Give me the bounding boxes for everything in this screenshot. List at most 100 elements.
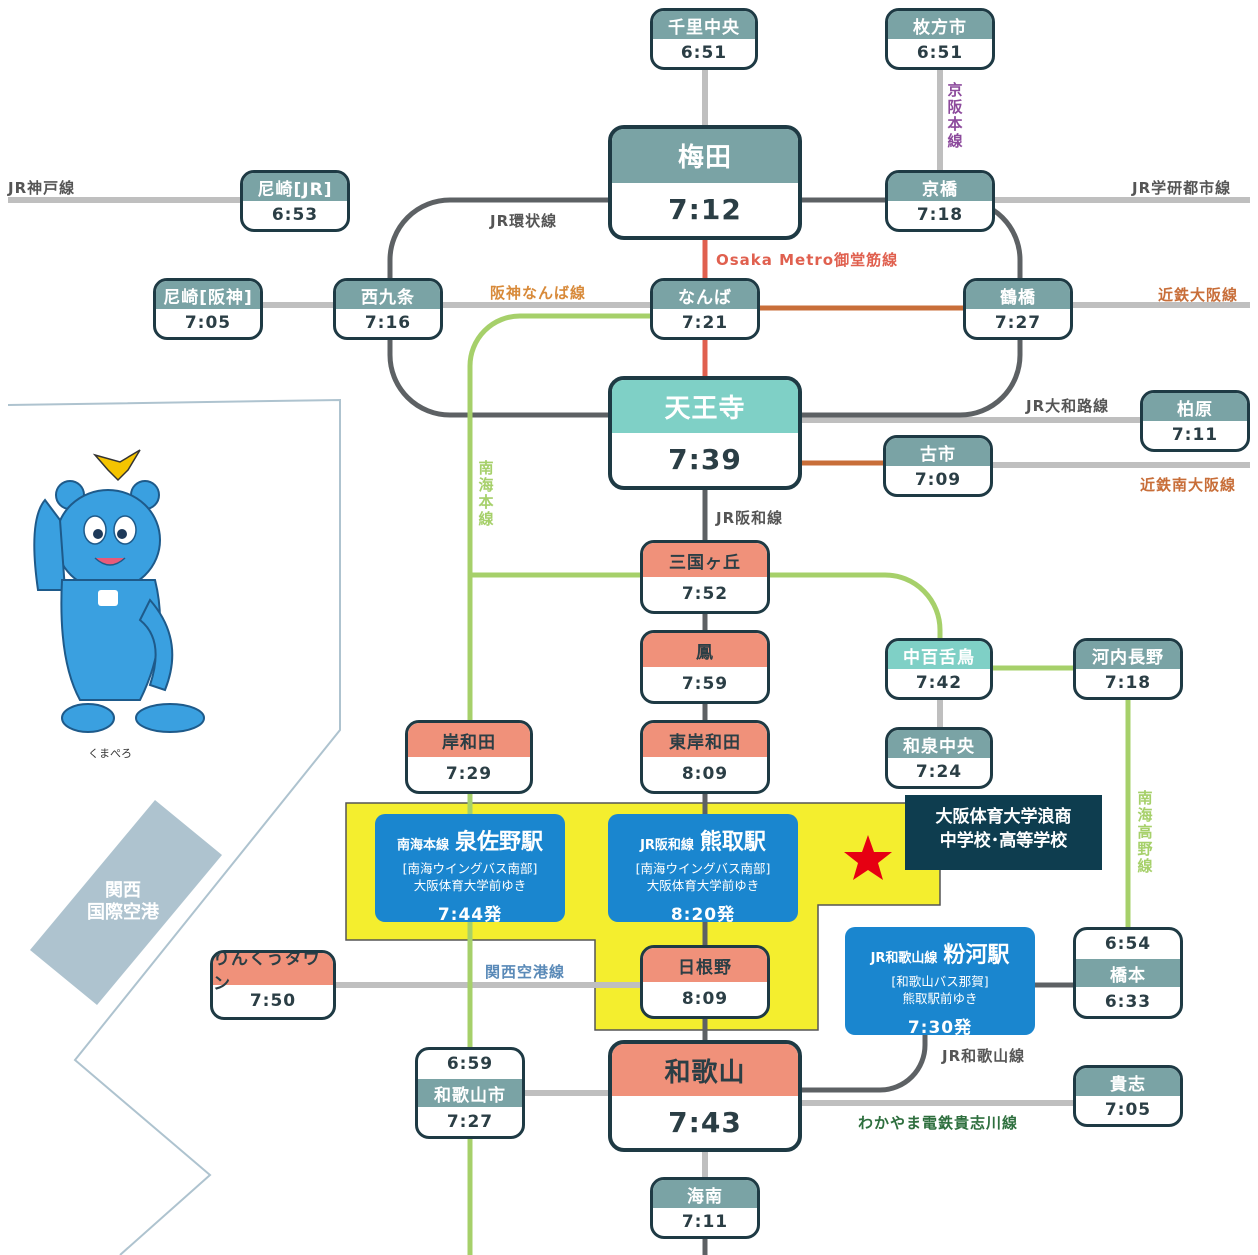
- station-time: 7:27: [994, 313, 1042, 333]
- station-senri-chuo[interactable]: 千里中央 6:51: [650, 8, 758, 70]
- station-name: 和歌山: [612, 1044, 798, 1096]
- station-name: 三国ヶ丘: [643, 543, 767, 577]
- bus-route: [和歌山バス那賀]: [891, 974, 989, 989]
- station-izumichuo[interactable]: 和泉中央 7:24: [885, 727, 993, 789]
- station-time: 7:39: [668, 443, 742, 476]
- station-time-arrive: 6:59: [446, 1054, 494, 1075]
- station-name: 梅田: [612, 129, 798, 183]
- station-umeda[interactable]: 梅田 7:12: [608, 125, 802, 240]
- station-kawachinagano[interactable]: 河内長野 7:18: [1073, 638, 1183, 700]
- station-tennoji[interactable]: 天王寺 7:39: [608, 376, 802, 490]
- line-label-nankai-koya-char: 海: [1137, 806, 1153, 824]
- line-label-jr-gakkentoshi: JR学研都市線: [1132, 179, 1232, 197]
- line-label-jr-hanwa: JR阪和線: [716, 509, 784, 527]
- station-kainan[interactable]: 海南 7:11: [650, 1177, 760, 1239]
- station-nishikujo[interactable]: 西九条 7:16: [333, 278, 443, 340]
- station-wakayama[interactable]: 和歌山 7:43: [608, 1040, 802, 1152]
- station-time: 7:12: [668, 192, 742, 226]
- station-name: 尼崎[阪神]: [156, 281, 260, 309]
- station-time: 6:51: [916, 43, 964, 63]
- station-name: 枚方市: [888, 11, 992, 39]
- station-nakamozu[interactable]: 中百舌鳥 7:42: [885, 638, 993, 700]
- station-time: 7:29: [445, 764, 493, 784]
- bus-route: [南海ウイングバス南部]: [402, 861, 538, 876]
- bus-kokawa[interactable]: JR和歌山線粉河駅 [和歌山バス那賀] 熊取駅前ゆき 7:30発: [845, 927, 1035, 1038]
- nankai-koya-branch: [470, 572, 943, 640]
- station-kishiwada[interactable]: 岸和田 7:29: [405, 720, 533, 794]
- station-name: 和泉中央: [888, 730, 990, 758]
- line-label-nankai-koya-char: 南: [1137, 789, 1153, 807]
- station-kyobashi[interactable]: 京橋 7:18: [885, 170, 995, 232]
- station-name: 天王寺: [612, 380, 798, 433]
- line-label-nankai-koya: 南 海 高 野 線: [1136, 790, 1154, 875]
- station-hashimoto[interactable]: 6:54 橋本 6:33: [1073, 927, 1183, 1019]
- line-label-hanshin-namba: 阪神なんば線: [490, 284, 587, 302]
- bus-departure: 7:30発: [907, 1018, 973, 1038]
- line-label-keihan-char: 阪: [947, 98, 963, 116]
- line-label-nankai-char: 南: [478, 459, 494, 477]
- station-name: 日根野: [643, 948, 767, 982]
- station-name: 鳳: [643, 633, 767, 667]
- school-name-line1: 大阪体育大学浪商: [935, 807, 1072, 827]
- bus-station-header: JR阪和線熊取駅: [608, 824, 798, 856]
- station-mikunigaoka[interactable]: 三国ヶ丘 7:52: [640, 540, 770, 614]
- school-label[interactable]: 大阪体育大学浪商 中学校･高等学校: [905, 795, 1102, 870]
- line-label-jr-yamatoji: JR大和路線: [1026, 397, 1110, 415]
- station-name: 西九条: [336, 281, 440, 309]
- kumapero-mascot-icon: [33, 449, 205, 733]
- station-hineno[interactable]: 日根野 8:09: [640, 945, 770, 1019]
- station-time: 7:11: [1171, 425, 1219, 445]
- bus-line-name: 南海本線: [396, 838, 449, 853]
- airport-label: 関西 国際空港: [78, 880, 168, 924]
- line-label-jr-kansai-ring: JR環状線: [490, 212, 558, 230]
- station-time: 7:11: [681, 1212, 729, 1232]
- station-name: 貴志: [1076, 1068, 1180, 1096]
- line-label-kintetsu-minami-osaka: 近鉄南大阪線: [1140, 476, 1237, 494]
- bus-destination: 熊取駅前ゆき: [902, 991, 978, 1006]
- line-label-keihan-char: 京: [947, 81, 963, 99]
- station-namba[interactable]: なんば 7:21: [650, 278, 760, 340]
- station-wakayamashi[interactable]: 6:59 和歌山市 7:27: [415, 1047, 525, 1139]
- station-hirakata[interactable]: 枚方市 6:51: [885, 8, 995, 70]
- bus-station-header: 南海本線泉佐野駅: [375, 824, 565, 856]
- bus-kumatori[interactable]: JR阪和線熊取駅 [南海ウイングバス南部] 大阪体育大学前ゆき 8:20発: [608, 814, 798, 925]
- station-name: 古市: [886, 438, 990, 466]
- station-kishi[interactable]: 貴志 7:05: [1073, 1065, 1183, 1127]
- line-label-nankai-char: 本: [478, 493, 494, 511]
- bus-destination: 大阪体育大学前ゆき: [646, 878, 760, 893]
- station-name: 千里中央: [653, 11, 755, 39]
- station-amagasaki-jr[interactable]: 尼崎[JR] 6:53: [240, 170, 350, 232]
- station-time: 7:52: [681, 584, 729, 604]
- station-otori[interactable]: 鳳 7:59: [640, 630, 770, 704]
- station-time: 7:24: [915, 762, 963, 782]
- line-label-nankai-char: 海: [478, 476, 494, 494]
- line-label-keihan-char: 本: [947, 115, 963, 133]
- coastline: [7, 398, 341, 1255]
- station-amagasaki-hanshin[interactable]: 尼崎[阪神] 7:05: [153, 278, 263, 340]
- bus-izumisano[interactable]: 南海本線泉佐野駅 [南海ウイングバス南部] 大阪体育大学前ゆき 7:44発: [375, 814, 565, 925]
- station-name: 和歌山市: [418, 1078, 522, 1108]
- bus-station-name: 泉佐野駅: [455, 830, 544, 855]
- station-kashiwara[interactable]: 柏原 7:11: [1140, 390, 1250, 452]
- bus-route: [南海ウイングバス南部]: [635, 861, 771, 876]
- station-time-nankai: 6:54: [1104, 934, 1152, 955]
- station-name: りんくうタウン: [213, 953, 333, 994]
- station-tsuruhashi[interactable]: 鶴橋 7:27: [963, 278, 1073, 340]
- station-higashikishiwada[interactable]: 東岸和田 8:09: [640, 720, 770, 794]
- station-time: 7:05: [1104, 1100, 1152, 1120]
- station-furuichi[interactable]: 古市 7:09: [883, 435, 993, 497]
- school-star-icon: [844, 835, 892, 880]
- station-time: 7:21: [681, 313, 729, 333]
- station-rinku-town[interactable]: りんくうタウン 7:50: [210, 950, 336, 1020]
- jr-wakayama-line: [800, 982, 1075, 1093]
- line-label-nankai-koya-char: 高: [1137, 823, 1153, 841]
- station-name: 柏原: [1143, 393, 1247, 421]
- station-name: 河内長野: [1076, 641, 1180, 669]
- line-label-nankai-main: 南 海 本 線: [477, 460, 495, 528]
- bus-station-name: 粉河駅: [943, 943, 1010, 968]
- bus-line-name: JR和歌山線: [870, 951, 938, 966]
- line-label-kanku: 関西空港線: [485, 963, 566, 981]
- airport-island: [30, 800, 222, 1005]
- bus-departure: 8:20発: [670, 905, 736, 925]
